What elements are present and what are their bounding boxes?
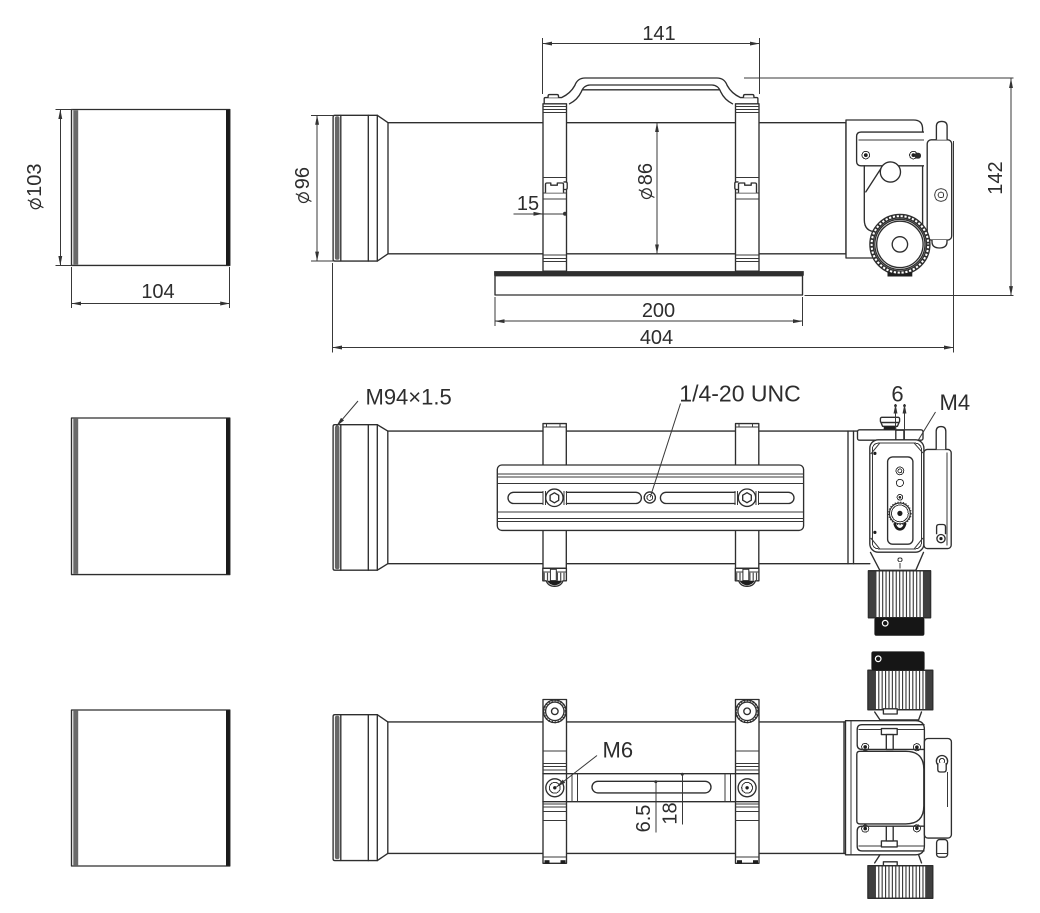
- svg-text:200: 200: [642, 300, 675, 322]
- svg-text:M4: M4: [940, 390, 971, 415]
- svg-text:86: 86: [635, 163, 657, 185]
- svg-text:M94×1.5: M94×1.5: [366, 385, 452, 410]
- svg-text:142: 142: [985, 161, 1007, 194]
- svg-text:141: 141: [642, 23, 675, 45]
- svg-text:96: 96: [292, 167, 314, 189]
- svg-text:15: 15: [517, 193, 539, 215]
- svg-text:404: 404: [640, 327, 673, 349]
- svg-text:6.5: 6.5: [633, 805, 655, 833]
- svg-text:6: 6: [891, 382, 903, 407]
- svg-text:18: 18: [660, 802, 682, 824]
- svg-text:M6: M6: [603, 738, 634, 763]
- svg-text:104: 104: [141, 281, 174, 303]
- svg-text:103: 103: [24, 164, 46, 197]
- svg-text:1/4-20 UNC: 1/4-20 UNC: [679, 381, 800, 407]
